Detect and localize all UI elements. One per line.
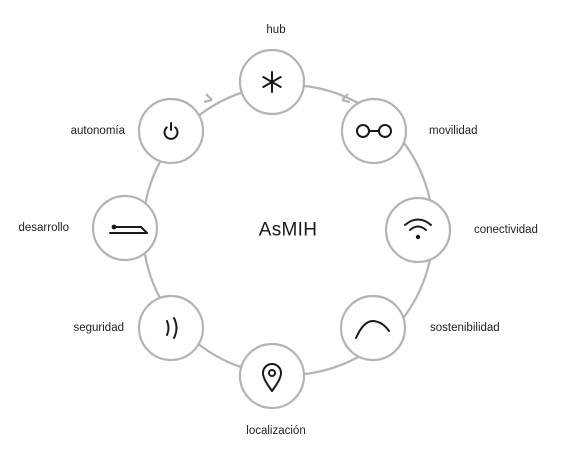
- arrow-right-icon: [341, 93, 351, 104]
- node-sostenibilidad: sostenibilidad: [339, 294, 500, 362]
- node-label-desarrollo: desarrollo: [19, 222, 70, 234]
- node-label-sostenibilidad: sostenibilidad: [430, 322, 500, 334]
- wifi-icon: [404, 218, 432, 231]
- node-label-conectividad: conectividad: [474, 224, 538, 236]
- asterisk-icon: [262, 71, 282, 93]
- connected-circles-icon: [356, 124, 392, 138]
- center-label: AsMIH: [259, 220, 318, 241]
- node-autonomia: autonomía: [71, 97, 205, 165]
- wifi-dot: [415, 234, 421, 240]
- node-localizacion: localización: [238, 342, 306, 437]
- node-seguridad: seguridad: [73, 294, 205, 362]
- node-hub: hub: [238, 24, 306, 116]
- step-line-dot: [111, 224, 117, 230]
- node-conectividad: conectividad: [384, 196, 538, 264]
- node-label-localizacion: localización: [246, 425, 305, 437]
- power-icon: [163, 122, 179, 140]
- node-movilidad: movilidad: [340, 97, 478, 165]
- signal-waves-icon: [166, 317, 178, 339]
- node-label-seguridad: seguridad: [73, 322, 124, 334]
- node-label-movilidad: movilidad: [429, 125, 478, 137]
- arrow-left-icon: [203, 93, 213, 104]
- step-line-icon: [109, 226, 148, 234]
- node-label-hub: hub: [266, 24, 285, 36]
- curve-icon: [355, 320, 390, 339]
- location-pin-icon: [262, 363, 282, 392]
- node-desarrollo: desarrollo: [19, 194, 159, 262]
- node-label-autonomia: autonomía: [71, 125, 126, 137]
